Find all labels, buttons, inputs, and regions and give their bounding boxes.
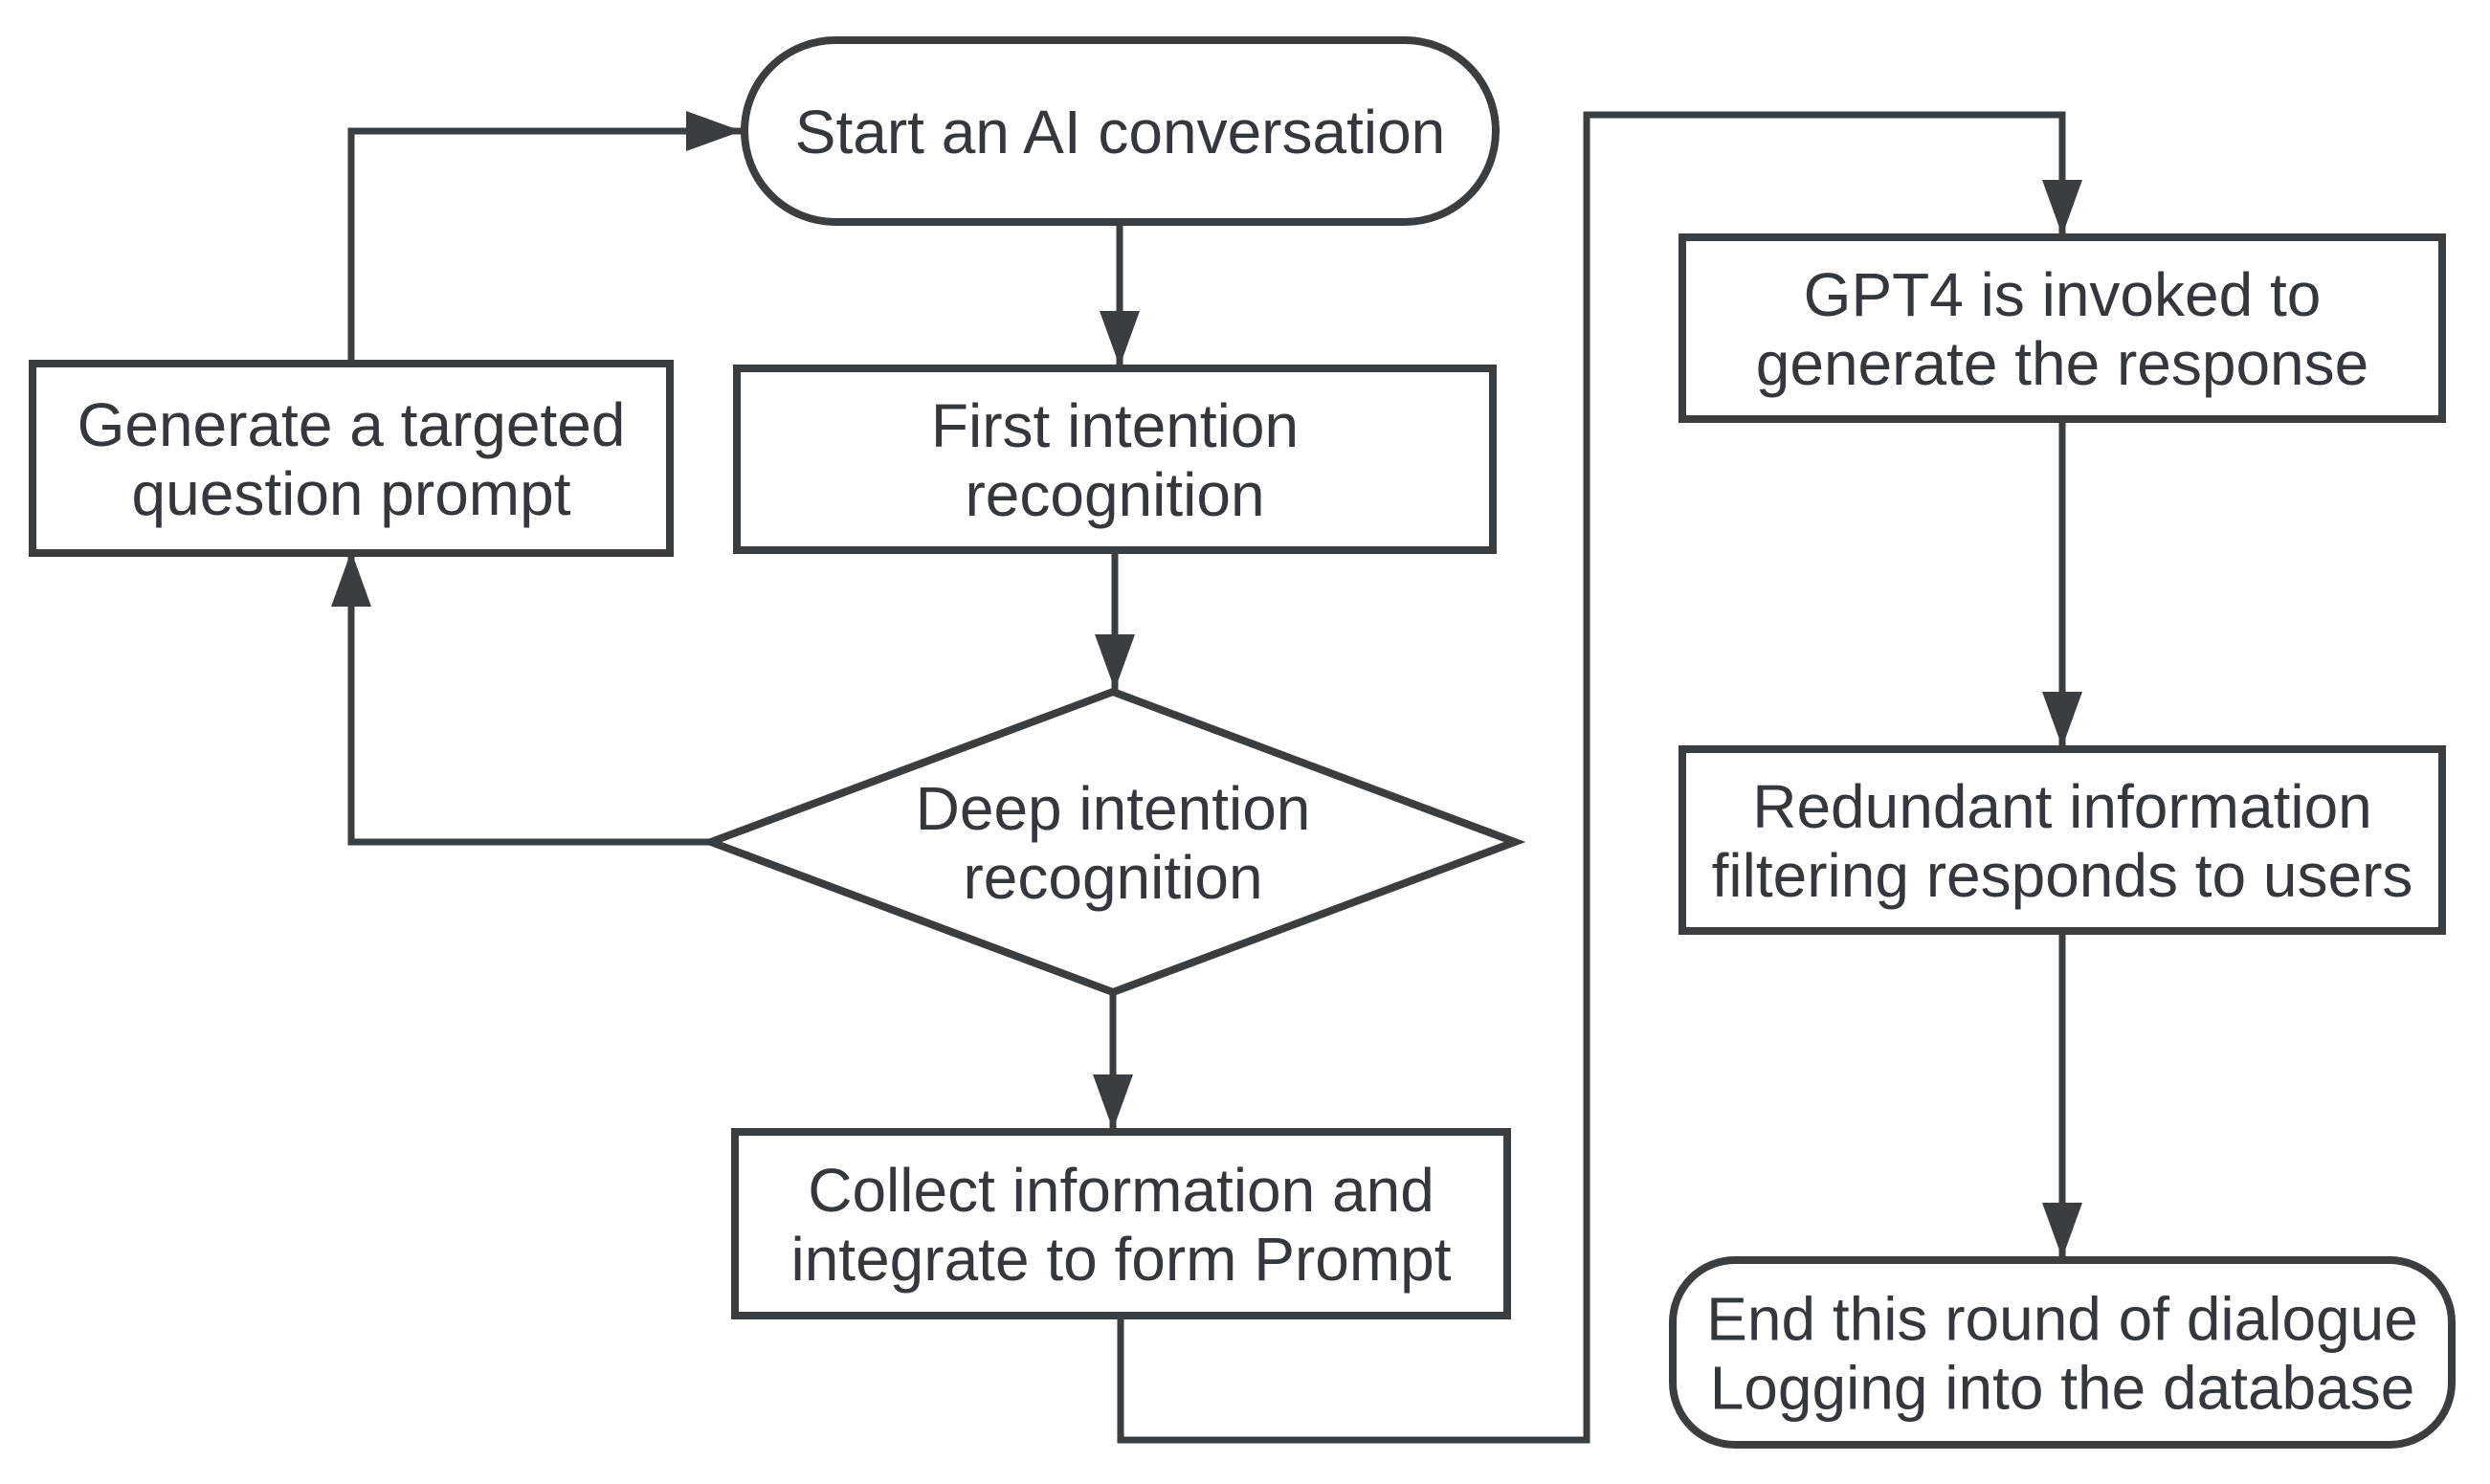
node-label-line: Deep intention bbox=[916, 774, 1311, 843]
node-label-line: GPT4 is invoked to bbox=[1804, 260, 2322, 329]
node-label-line: recognition bbox=[965, 460, 1264, 529]
node-shape-deep-intention bbox=[700, 687, 1526, 997]
node-label-line: question prompt bbox=[132, 459, 571, 528]
edge-first-to-deep bbox=[1095, 550, 1135, 690]
arrowhead-deep-to-collect bbox=[1093, 1074, 1133, 1130]
node-shape-redundant-filter bbox=[1679, 745, 2446, 935]
edge-line-generate-to-start bbox=[347, 127, 742, 364]
node-label-line: recognition bbox=[963, 843, 1262, 912]
edge-line-collect-to-gpt4 bbox=[1117, 111, 2066, 1444]
arrowhead-collect-to-gpt4 bbox=[2042, 180, 2082, 235]
arrowhead-start-to-first bbox=[1100, 311, 1140, 366]
node-label-line: filtering responds to users bbox=[1712, 841, 2413, 910]
edge-start-to-first bbox=[1100, 222, 1140, 366]
arrowhead-redundant-to-end bbox=[2042, 1203, 2082, 1258]
node-label-line: Start an AI conversation bbox=[795, 98, 1446, 166]
node-label-line: Generate a targeted bbox=[78, 390, 626, 459]
arrowhead-deep-to-generate bbox=[331, 551, 371, 607]
arrowhead-first-to-deep bbox=[1095, 634, 1135, 690]
node-label-line: First intention bbox=[931, 391, 1299, 460]
node-label-line: Collect information and bbox=[808, 1156, 1434, 1225]
edge-deep-to-generate bbox=[331, 551, 711, 846]
node-shape-collect-info bbox=[731, 1128, 1511, 1319]
edges-layer bbox=[331, 111, 2082, 1444]
edge-generate-to-start bbox=[347, 111, 742, 364]
node-shape-first-intention bbox=[733, 365, 1497, 554]
node-label-line: integrate to form Prompt bbox=[790, 1225, 1451, 1294]
node-shape-start bbox=[741, 36, 1500, 226]
edge-gpt4-to-redundant bbox=[2042, 419, 2082, 747]
arrowhead-generate-to-start bbox=[686, 111, 742, 151]
edge-redundant-to-end bbox=[2042, 931, 2082, 1258]
edge-line-deep-to-generate bbox=[347, 551, 711, 846]
node-label-line: generate the response bbox=[1756, 329, 2368, 398]
edge-collect-to-gpt4 bbox=[1117, 111, 2082, 1444]
node-shape-end-dialogue bbox=[1669, 1256, 2456, 1449]
node-label-line: Redundant information bbox=[1752, 772, 2372, 841]
node-shape-generate-prompt bbox=[29, 360, 674, 557]
node-label-line: End this round of dialogue bbox=[1706, 1285, 2418, 1354]
node-shape-gpt4-response bbox=[1679, 233, 2446, 423]
arrowhead-gpt4-to-redundant bbox=[2042, 692, 2082, 747]
node-start: Start an AI conversation bbox=[741, 36, 1500, 226]
node-label-start: Start an AI conversation bbox=[795, 98, 1446, 166]
edge-deep-to-collect bbox=[1093, 992, 1133, 1130]
node-label-line: Logging into the database bbox=[1710, 1354, 2415, 1423]
